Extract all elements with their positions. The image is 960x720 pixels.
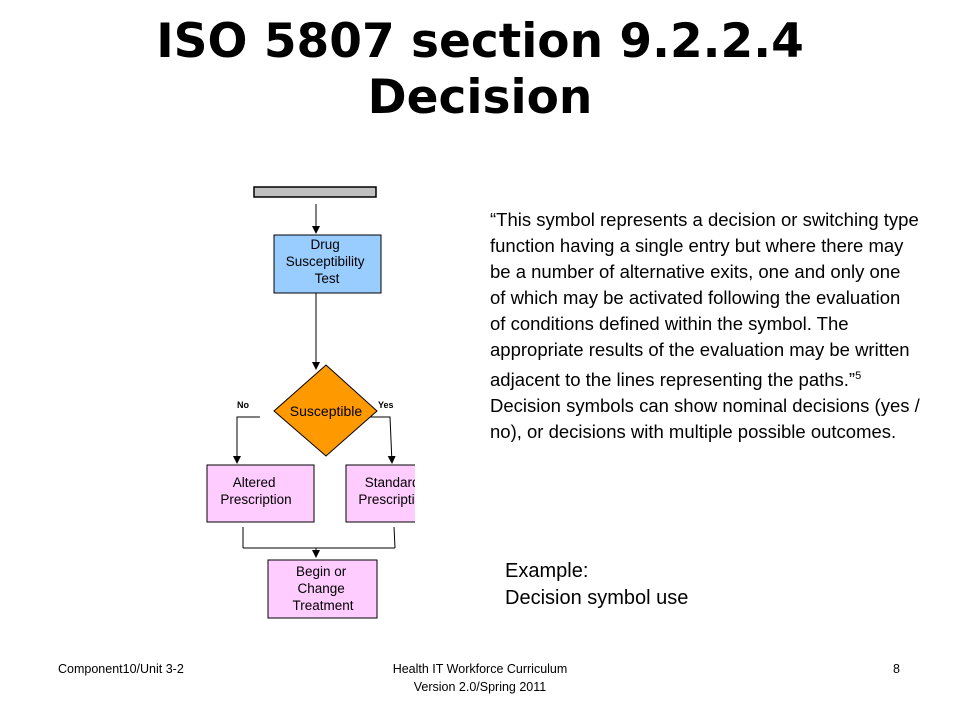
process-box-line-1: Drug — [310, 237, 339, 252]
begin-treatment-box — [267, 559, 378, 619]
quote-text-continued: Decision symbols can show nominal decisi… — [490, 395, 920, 443]
no-label: No — [237, 400, 249, 410]
start-bar — [253, 186, 377, 198]
begin-line-3: Treatment — [292, 598, 353, 613]
standard-line-2: Prescription — [358, 492, 415, 507]
example-line-1: Example: — [505, 560, 589, 582]
example-line-2: Decision symbol use — [505, 587, 689, 609]
footer-curriculum: Health IT Workforce Curriculum Version 2… — [330, 660, 630, 696]
begin-line-1: Begin or — [296, 564, 347, 579]
process-box-line-3: Test — [315, 271, 340, 286]
standard-prescription-label: Standard Prescription — [358, 475, 415, 507]
page-number: 8 — [893, 662, 900, 676]
altered-prescription-label: Altered Prescription — [220, 475, 291, 507]
connector-no-path — [233, 416, 260, 464]
footer-curriculum-line-2: Version 2.0/Spring 2011 — [413, 680, 547, 694]
process-box — [273, 234, 382, 294]
altered-prescription-box — [206, 464, 315, 523]
decision-label: Susceptible — [290, 403, 363, 419]
example-caption: Example: Decision symbol use — [505, 558, 688, 612]
title-line-2: Decision — [367, 70, 593, 125]
slide-title: ISO 5807 section 9.2.2.4 Decision — [0, 14, 960, 126]
quote-text: “This symbol represents a decision or sw… — [490, 209, 919, 391]
footer-curriculum-line-1: Health IT Workforce Curriculum — [392, 662, 568, 676]
yes-label: Yes — [378, 400, 394, 410]
footer-component: Component10/Unit 3-2 — [58, 662, 184, 676]
begin-line-2: Change — [297, 581, 344, 596]
title-line-1: ISO 5807 section 9.2.2.4 — [156, 14, 804, 69]
decision-definition-quote: “This symbol represents a decision or sw… — [490, 207, 920, 445]
connector-yes-path — [368, 416, 396, 464]
connector-standard-down — [393, 526, 396, 549]
altered-line-2: Prescription — [220, 492, 291, 507]
decision-diamond — [273, 364, 378, 457]
process-box-line-2: Susceptibility — [286, 254, 365, 269]
altered-line-1: Altered — [233, 475, 276, 490]
quote-reference: 5 — [855, 370, 862, 382]
decision-flowchart: Drug Susceptibility Test Susceptible No … — [206, 186, 415, 619]
standard-prescription-box — [345, 464, 415, 523]
standard-line-1: Standard — [365, 475, 415, 490]
begin-treatment-label: Begin or Change Treatment — [292, 564, 353, 613]
process-box-label: Drug Susceptibility Test — [286, 237, 369, 286]
